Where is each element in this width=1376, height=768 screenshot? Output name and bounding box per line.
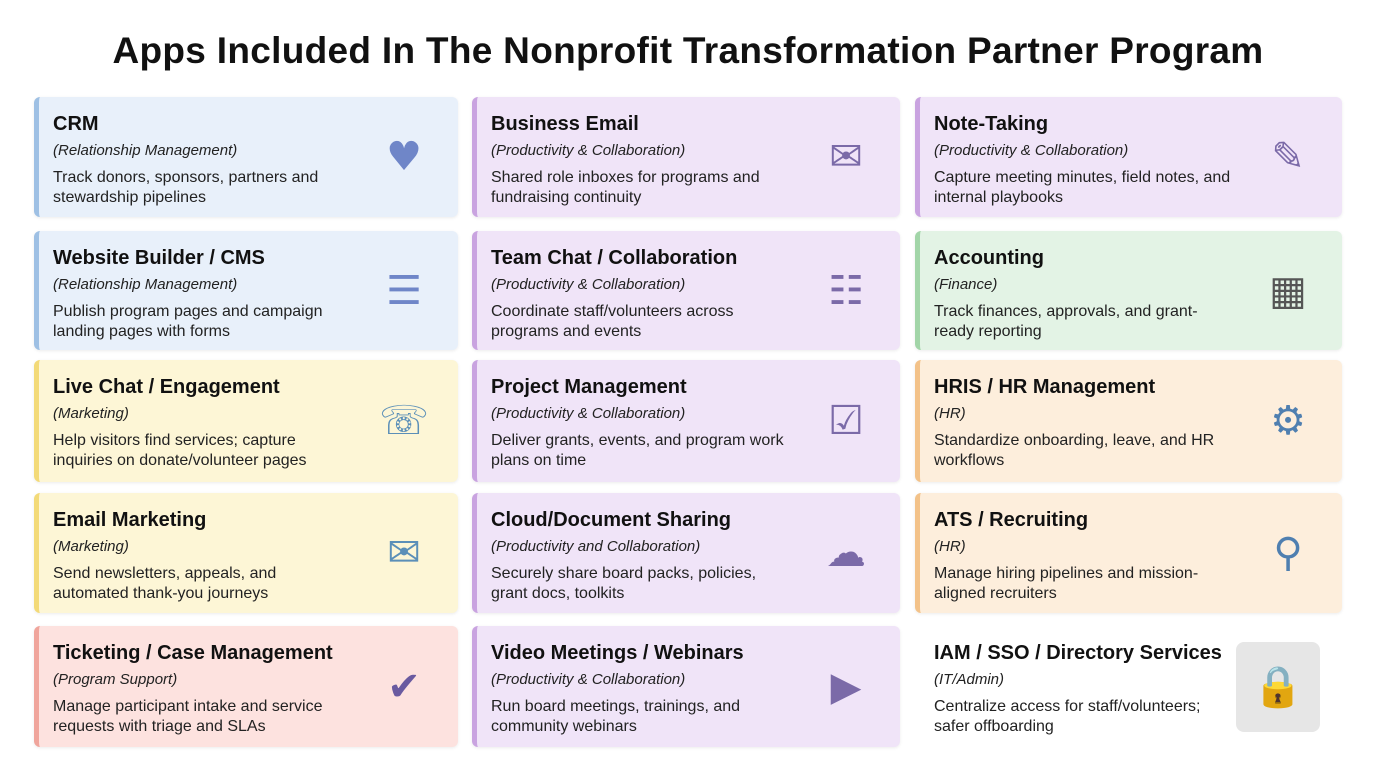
calculator-chart-icon: ▦ (1269, 267, 1307, 314)
app-description: Manage participant intake and service re… (53, 698, 323, 735)
app-category: (Productivity & Collaboration) (491, 142, 686, 159)
app-title: Cloud/Document Sharing (491, 509, 731, 531)
app-title: Note-Taking (934, 113, 1049, 135)
app-category: (Relationship Management) (53, 142, 238, 159)
app-title: Live Chat / Engagement (53, 376, 280, 398)
app-category: (Finance) (934, 276, 998, 293)
app-description: Deliver grants, events, and program work… (491, 432, 784, 469)
app-title: Ticketing / Case Management (53, 642, 333, 664)
app-description: Shared role inboxes for programs and fun… (491, 169, 760, 206)
app-category: (Productivity & Collaboration) (491, 276, 686, 293)
app-description: Publish program pages and campaign landi… (53, 303, 323, 340)
app-title: CRM (53, 113, 99, 135)
lock-users-icon: 🔒 (1236, 641, 1320, 732)
app-card: IAM / SSO / Directory Services (IT/Admin… (915, 626, 1342, 747)
page-title: Apps Included In The Nonprofit Transform… (112, 30, 1264, 71)
video-camera-people-icon: ▶ (830, 663, 862, 710)
app-description: Standardize onboarding, leave, and HR wo… (934, 432, 1215, 469)
app-category: (Relationship Management) (53, 276, 238, 293)
app-title: Accounting (934, 247, 1044, 269)
app-title: ATS / Recruiting (934, 509, 1089, 531)
app-description: Capture meeting minutes, field notes, an… (934, 169, 1231, 206)
app-card: Cloud/Document Sharing (Productivity and… (472, 493, 900, 613)
chat-bubble-person-icon: ☏ (378, 398, 430, 444)
app-card: Ticketing / Case Management (Program Sup… (34, 626, 458, 747)
person-gear-icon: ⚙ (1270, 398, 1306, 444)
app-card: ATS / Recruiting (HR) Manage hiring pipe… (915, 493, 1342, 613)
app-description: Help visitors find services; capture inq… (53, 432, 307, 469)
app-title: Video Meetings / Webinars (491, 642, 744, 664)
app-card: Accounting (Finance) Track finances, app… (915, 231, 1342, 350)
app-description: Manage hiring pipelines and mission-alig… (934, 565, 1199, 602)
app-category: (Productivity & Collaboration) (934, 142, 1129, 159)
chat-people-icon: ☷ (828, 267, 864, 314)
app-card: HRIS / HR Management (HR) Standardize on… (915, 360, 1342, 482)
app-description: Run board meetings, trainings, and commu… (491, 698, 741, 735)
app-card: Project Management (Productivity & Colla… (472, 360, 900, 482)
app-description: Coordinate staff/volunteers across progr… (491, 303, 734, 340)
app-title: Team Chat / Collaboration (491, 247, 738, 269)
app-category: (HR) (934, 538, 966, 555)
envelope-share-icon: ✉ (387, 530, 421, 576)
app-category: (Marketing) (53, 538, 129, 555)
cloud-folder-icon: ☁ (826, 530, 866, 576)
app-card: Video Meetings / Webinars (Productivity … (472, 626, 900, 747)
app-title: Business Email (491, 113, 639, 135)
envelope-people-icon: ✉ (829, 134, 863, 180)
app-category: (HR) (934, 405, 966, 422)
app-card: Website Builder / CMS (Relationship Mana… (34, 231, 458, 350)
webpage-megaphone-icon: ☰ (386, 267, 422, 314)
app-category: (Productivity & Collaboration) (491, 671, 686, 688)
app-title: Email Marketing (53, 509, 207, 531)
app-description: Centralize access for staff/volunteers; … (934, 698, 1201, 735)
checklist-clock-icon: ☑ (828, 398, 864, 444)
app-title: HRIS / HR Management (934, 376, 1156, 398)
app-description: Securely share board packs, policies, gr… (491, 565, 757, 602)
handshake-heart-icon: ♥ (386, 134, 422, 180)
app-card: CRM (Relationship Management) Track dono… (34, 97, 458, 217)
app-card: Email Marketing (Marketing) Send newslet… (34, 493, 458, 613)
app-description: Send newsletters, appeals, and automated… (53, 565, 277, 602)
app-card: Team Chat / Collaboration (Productivity … (472, 231, 900, 350)
app-category: (Productivity and Collaboration) (491, 538, 701, 555)
app-description: Track finances, approvals, and grant-rea… (934, 303, 1198, 340)
app-title: Project Management (491, 376, 687, 398)
app-description: Track donors, sponsors, partners and ste… (53, 169, 319, 206)
notepad-pencil-icon: ✎ (1271, 134, 1305, 180)
app-category: (Program Support) (53, 671, 178, 688)
app-title: IAM / SSO / Directory Services (934, 642, 1222, 664)
headset-check-icon: ✔ (387, 663, 421, 710)
app-category: (Marketing) (53, 405, 129, 422)
resume-magnifier-icon: ⚲ (1273, 530, 1303, 576)
app-card: Business Email (Productivity & Collabora… (472, 97, 900, 217)
app-card: Live Chat / Engagement (Marketing) Help … (34, 360, 458, 482)
app-category: (Productivity & Collaboration) (491, 405, 686, 422)
app-category: (IT/Admin) (934, 671, 1005, 688)
app-title: Website Builder / CMS (53, 247, 265, 269)
app-card: Note-Taking (Productivity & Collaboratio… (915, 97, 1342, 217)
